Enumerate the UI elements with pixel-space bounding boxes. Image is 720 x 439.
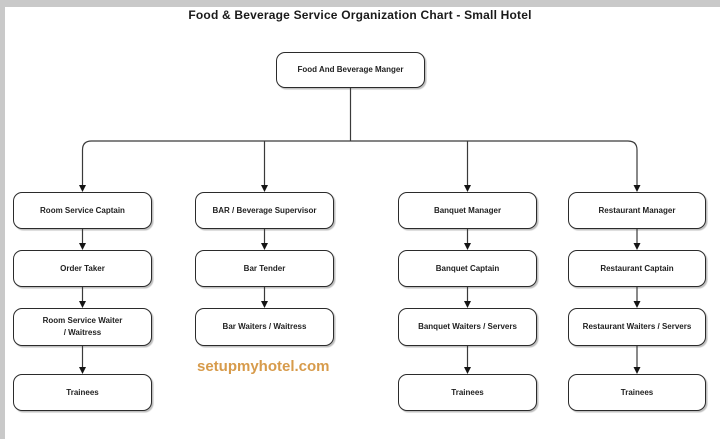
org-node-bar-tender: Bar Tender (195, 250, 334, 287)
org-node-label: Banquet Waiters / Servers (418, 322, 517, 331)
org-node-label: Bar Tender (243, 263, 286, 273)
org-node-trainees-room-service: Trainees (13, 374, 152, 411)
org-node-room-service-waiter: Room Service Waiter / Waitress (13, 308, 152, 346)
org-node-label: BAR / Beverage Supervisor (212, 205, 317, 215)
org-node-banquet-captain: Banquet Captain (398, 250, 537, 287)
arrowheads (79, 185, 641, 374)
org-node-room-service-captain: Room Service Captain (13, 192, 152, 229)
org-node-label: Trainees (451, 387, 484, 397)
org-node-label: Order Taker (60, 263, 105, 273)
org-node-label: Banquet Manager (433, 205, 502, 215)
org-node-trainees-restaurant: Trainees (568, 374, 706, 411)
org-node-bar-beverage-supervisor: BAR / Beverage Supervisor (195, 192, 334, 229)
org-node-order-taker: Order Taker (13, 250, 152, 287)
org-node-label: Room Service Captain (40, 205, 125, 215)
org-node-banquet-waiters: Banquet Waiters / Servers (398, 308, 537, 346)
org-node-label: Restaurant Waiters / Servers (582, 322, 692, 331)
org-node-label: Trainees (620, 387, 654, 397)
org-node-label: Restaurant Manager (598, 205, 676, 215)
org-node-label: Room Service Waiter / Waitress (42, 316, 123, 337)
chart-title: Food & Beverage Service Organization Cha… (188, 8, 532, 22)
org-node-food-beverage-manager: Food And Beverage Manger (276, 52, 425, 88)
org-node-banquet-manager: Banquet Manager (398, 192, 537, 229)
org-node-restaurant-waiters: Restaurant Waiters / Servers (568, 308, 706, 346)
org-node-bar-waiters: Bar Waiters / Waitress (195, 308, 334, 346)
org-node-label: Trainees (66, 387, 99, 397)
org-node-label: Food And Beverage Manger (297, 65, 404, 74)
org-node-label: Restaurant Captain (600, 263, 674, 273)
org-node-label: Banquet Captain (435, 263, 500, 273)
org-node-restaurant-manager: Restaurant Manager (568, 192, 706, 229)
org-node-label: Bar Waiters / Waitress (222, 322, 307, 331)
watermark-text: setupmyhotel.com (197, 358, 330, 375)
org-node-restaurant-captain: Restaurant Captain (568, 250, 706, 287)
org-node-trainees-banquet: Trainees (398, 374, 537, 411)
